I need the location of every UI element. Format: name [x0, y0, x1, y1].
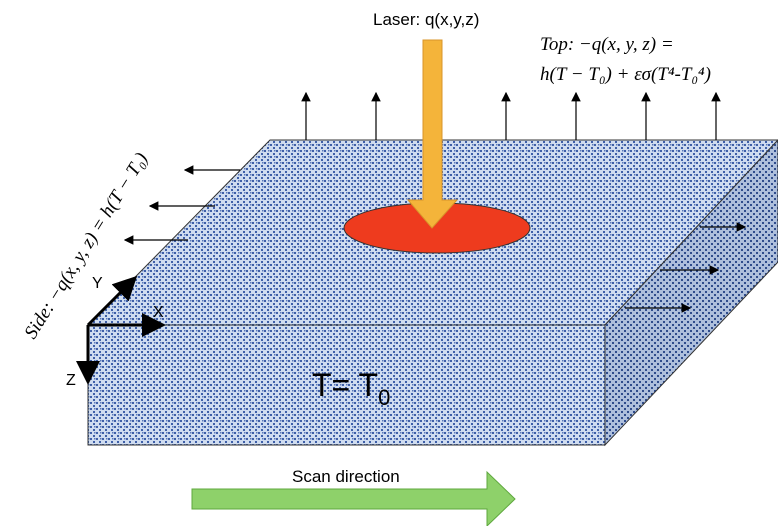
- laser-label: Laser: q(x,y,z): [373, 10, 479, 29]
- top-bc-line1: Top: −q(x, y, z) =: [540, 34, 674, 55]
- laser-arrow: [406, 39, 459, 229]
- scan-direction-label: Scan direction: [292, 467, 400, 486]
- top-heat-loss-arrows: [301, 91, 721, 140]
- initial-condition-label: T= T0: [312, 367, 390, 410]
- block-side-face: [604, 139, 778, 447]
- initial-condition-subscript: 0: [378, 385, 390, 410]
- side-heat-loss-arrows-left: [123, 165, 240, 245]
- axis-z-label: Z: [66, 372, 76, 389]
- coordinate-axes: [76, 275, 166, 385]
- top-bc-line2: h(T − T₀) + εσ(T⁴-T₀⁴): [540, 64, 711, 85]
- axis-y-label: Y: [92, 275, 103, 292]
- side-heat-loss-arrows-right: [625, 222, 747, 313]
- axis-x-label: X: [153, 304, 164, 321]
- scan-direction-arrow: [191, 470, 516, 526]
